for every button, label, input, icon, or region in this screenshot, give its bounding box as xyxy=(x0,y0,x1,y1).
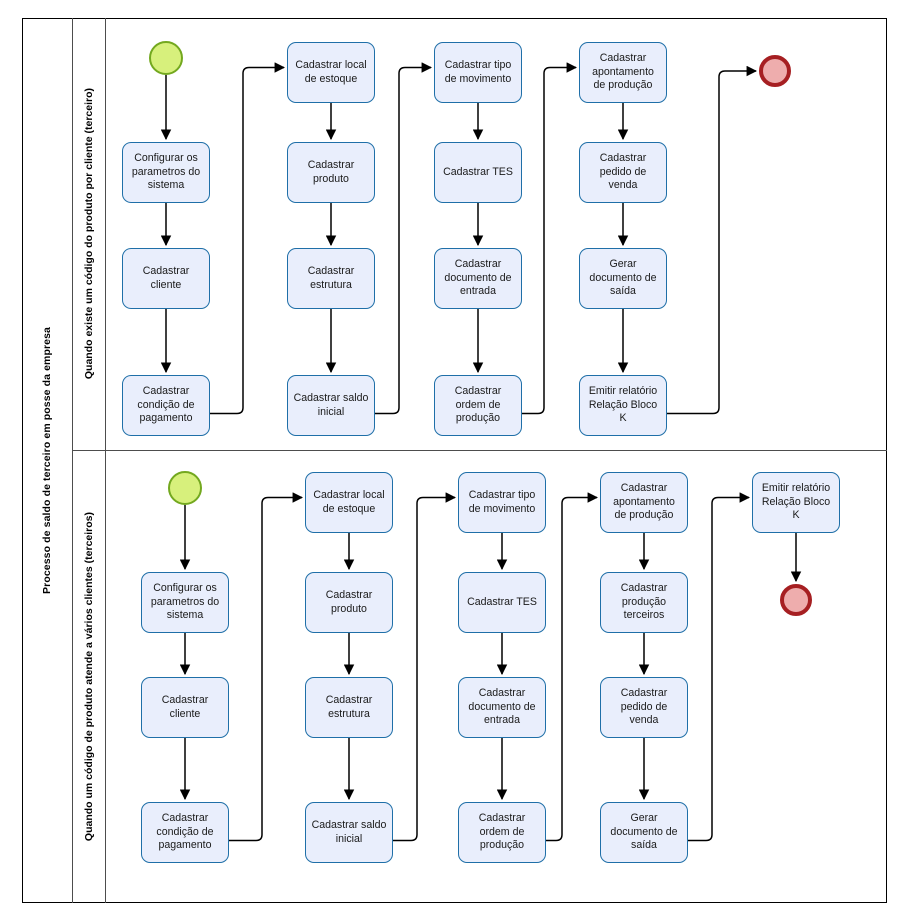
task-node[interactable]: Cadastrar condição de pagamento xyxy=(141,802,229,863)
task-node[interactable]: Cadastrar pedido de venda xyxy=(579,142,667,203)
task-node[interactable]: Cadastrar tipo de movimento xyxy=(458,472,546,533)
lane-title-top-text: Quando existe um código do produto por c… xyxy=(83,88,95,380)
task-node[interactable]: Cadastrar local de estoque xyxy=(287,42,375,103)
task-node[interactable]: Cadastrar documento de entrada xyxy=(434,248,522,309)
task-node[interactable]: Gerar documento de saída xyxy=(579,248,667,309)
task-node[interactable]: Cadastrar documento de entrada xyxy=(458,677,546,738)
pool-title-text: Processo de saldo de terceiro em posse d… xyxy=(41,327,53,594)
task-node[interactable]: Cadastrar produto xyxy=(305,572,393,633)
task-node[interactable]: Cadastrar ordem de produção xyxy=(434,375,522,436)
task-node[interactable]: Cadastrar pedido de venda xyxy=(600,677,688,738)
task-node[interactable]: Cadastrar saldo inicial xyxy=(287,375,375,436)
task-node[interactable]: Configurar os parametros do sistema xyxy=(122,142,210,203)
lane-title-top: Quando existe um código do produto por c… xyxy=(73,18,106,450)
task-node[interactable]: Cadastrar TES xyxy=(458,572,546,633)
task-node[interactable]: Cadastrar estrutura xyxy=(287,248,375,309)
task-node[interactable]: Cadastrar apontamento de produção xyxy=(600,472,688,533)
task-node[interactable]: Cadastrar cliente xyxy=(122,248,210,309)
task-node[interactable]: Emitir relatório Relação Bloco K xyxy=(752,472,840,533)
task-node[interactable]: Cadastrar TES xyxy=(434,142,522,203)
lane-title-bottom-text: Quando um código de produto atende a vár… xyxy=(83,511,95,842)
task-node[interactable]: Cadastrar cliente xyxy=(141,677,229,738)
task-node[interactable]: Cadastrar saldo inicial xyxy=(305,802,393,863)
task-node[interactable]: Cadastrar estrutura xyxy=(305,677,393,738)
lane-title-bottom: Quando um código de produto atende a vár… xyxy=(73,450,106,903)
end-event-top xyxy=(759,55,791,87)
task-node[interactable]: Emitir relatório Relação Bloco K xyxy=(579,375,667,436)
task-node[interactable]: Cadastrar condição de pagamento xyxy=(122,375,210,436)
pool-title: Processo de saldo de terceiro em posse d… xyxy=(22,18,73,903)
end-event-bottom xyxy=(780,584,812,616)
lane-divider xyxy=(73,450,887,451)
task-node[interactable]: Cadastrar ordem de produção xyxy=(458,802,546,863)
task-node[interactable]: Gerar documento de saída xyxy=(600,802,688,863)
start-event-bottom xyxy=(168,471,202,505)
start-event-top xyxy=(149,41,183,75)
task-node[interactable]: Cadastrar apontamento de produção xyxy=(579,42,667,103)
task-node[interactable]: Configurar os parametros do sistema xyxy=(141,572,229,633)
task-node[interactable]: Cadastrar produção terceiros xyxy=(600,572,688,633)
task-node[interactable]: Cadastrar tipo de movimento xyxy=(434,42,522,103)
task-node[interactable]: Cadastrar produto xyxy=(287,142,375,203)
task-node[interactable]: Cadastrar local de estoque xyxy=(305,472,393,533)
